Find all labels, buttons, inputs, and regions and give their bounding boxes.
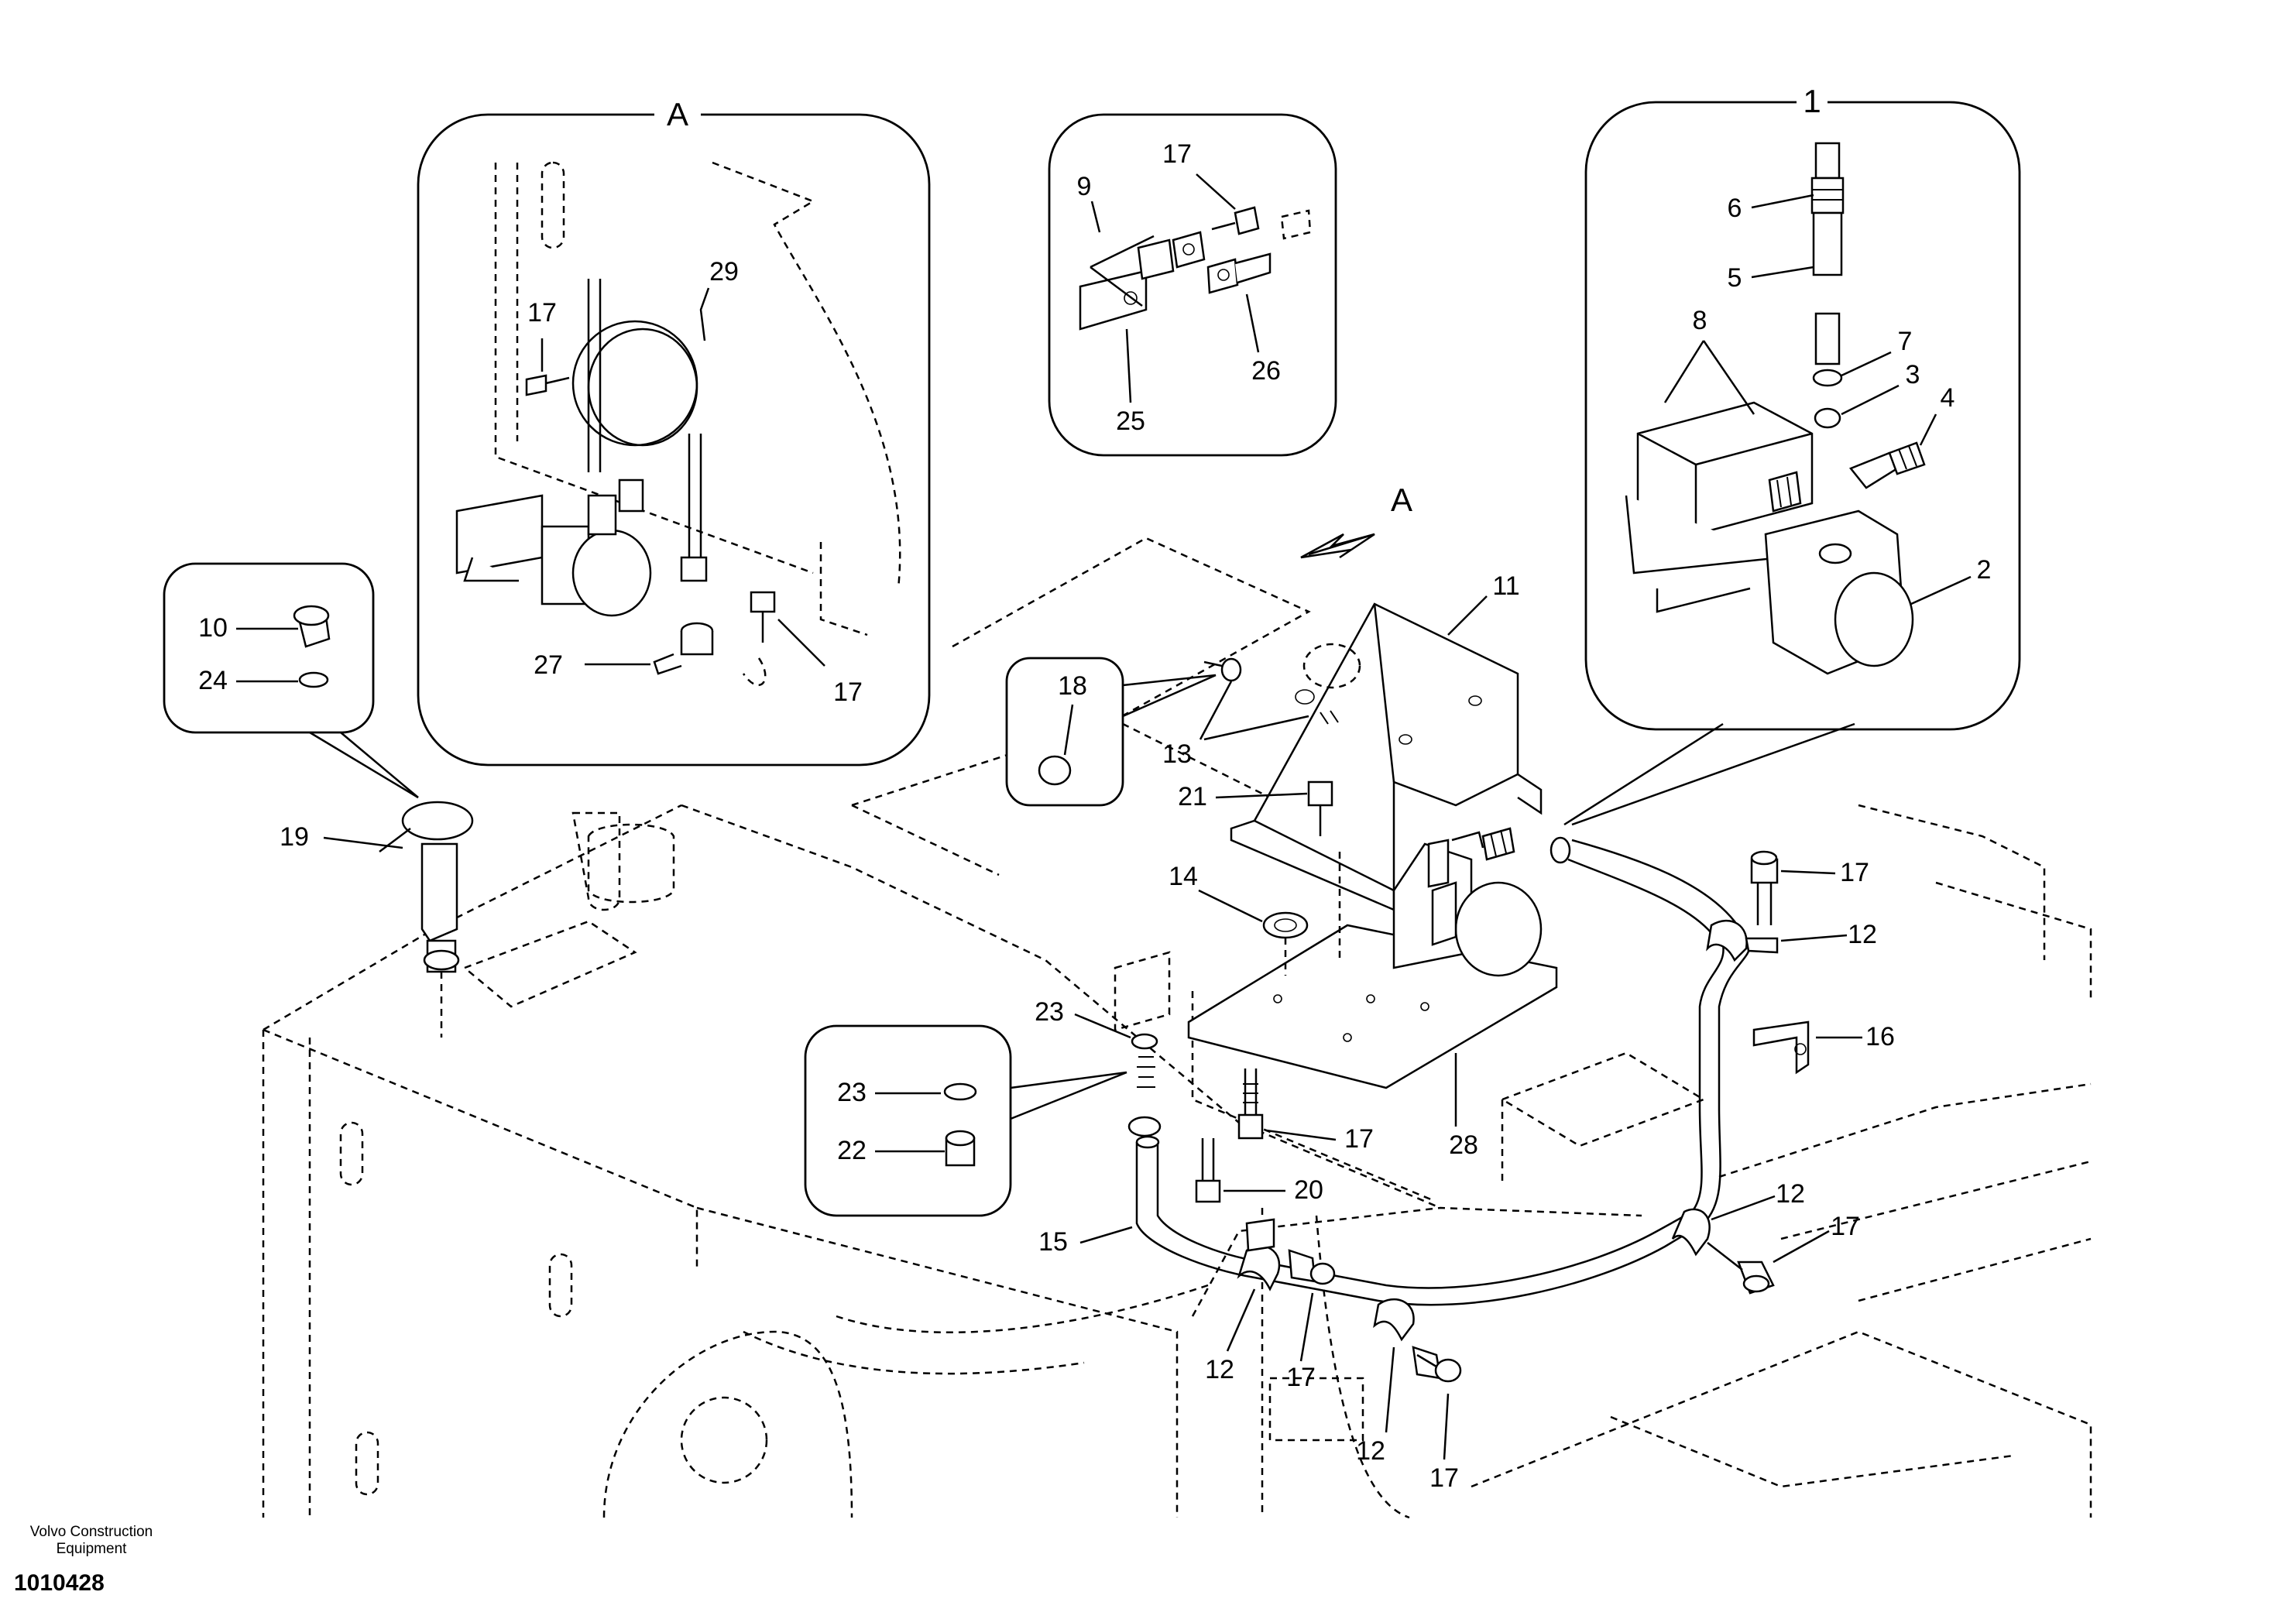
label-22: 22 [837, 1136, 867, 1165]
detail-18-box: 18 [1005, 657, 1242, 807]
label-12-d: 12 [1205, 1355, 1234, 1384]
detail-1-title: 1 [1803, 83, 1821, 119]
label-21: 21 [1178, 782, 1207, 811]
company-line-1: Volvo Construction [29, 1524, 153, 1540]
company-line-2: Equipment [56, 1541, 127, 1557]
label-8: 8 [1693, 306, 1707, 335]
label-23-b: 23 [1035, 997, 1064, 1027]
label-17-e: 17 [1831, 1212, 1860, 1241]
detail-cap-box: 10 24 [163, 562, 419, 799]
bracket-detail-box: 9 17 25 26 [1048, 113, 1337, 457]
part-19-filler: 19 [280, 801, 675, 1038]
clamps-and-bolts: 12 17 16 12 17 12 17 12 [1195, 850, 1895, 1493]
main-assembly: 11 13 21 14 28 A [1162, 482, 1558, 1160]
label-26: 26 [1251, 356, 1281, 386]
label-12-b: 12 [1776, 1179, 1805, 1209]
label-27: 27 [534, 650, 563, 680]
label-4: 4 [1941, 383, 1955, 413]
machine-outline [262, 537, 2092, 1519]
label-15: 15 [1038, 1227, 1068, 1257]
label-17-b: 17 [833, 677, 863, 707]
label-28: 28 [1449, 1130, 1478, 1160]
label-16: 16 [1865, 1022, 1895, 1051]
detail-a-box: A 17 29 27 [417, 96, 931, 767]
label-17-d: 17 [1840, 858, 1869, 887]
label-6: 6 [1728, 194, 1742, 223]
label-13: 13 [1162, 739, 1192, 769]
detail-1-box: 1 6 5 8 7 3 4 2 [1563, 83, 2021, 826]
label-25: 25 [1116, 406, 1145, 436]
label-2: 2 [1977, 555, 1992, 585]
label-12-c: 12 [1356, 1436, 1385, 1466]
drawing-id: 1010428 [14, 1570, 105, 1596]
company-name: Volvo Construction Equipment [14, 1524, 169, 1558]
label-12-a: 12 [1848, 920, 1877, 949]
label-19: 19 [280, 822, 309, 852]
detail-a-title: A [667, 96, 688, 132]
label-20: 20 [1294, 1175, 1323, 1205]
label-17-g: 17 [1286, 1363, 1316, 1392]
label-5: 5 [1728, 263, 1742, 293]
detail-23-box: 23 22 23 [804, 997, 1162, 1217]
label-11: 11 [1492, 571, 1519, 601]
hose-15: 15 [1038, 836, 1752, 1306]
label-7: 7 [1898, 327, 1913, 356]
label-23-a: 23 [837, 1078, 867, 1107]
label-14: 14 [1169, 862, 1198, 891]
label-17-h: 17 [1344, 1124, 1374, 1154]
view-arrow-label: A [1391, 482, 1412, 518]
label-17-c: 17 [1162, 139, 1192, 169]
label-24: 24 [198, 666, 228, 695]
label-17-a: 17 [527, 298, 557, 328]
label-3: 3 [1906, 360, 1920, 389]
label-9: 9 [1077, 172, 1092, 201]
label-17-f: 17 [1429, 1463, 1459, 1493]
label-29: 29 [709, 257, 739, 286]
label-10: 10 [198, 613, 228, 643]
label-18: 18 [1058, 671, 1087, 701]
